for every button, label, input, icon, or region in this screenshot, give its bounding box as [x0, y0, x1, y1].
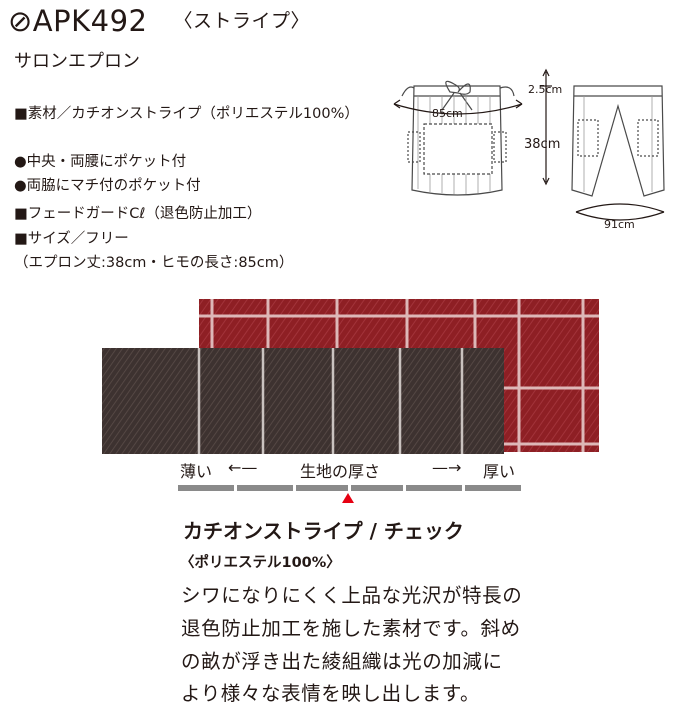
diagram-width: 91cm [604, 218, 635, 231]
thickness-segment [406, 485, 462, 491]
spec-pocket-side: ●両脇にマチ付のポケット付 [14, 178, 201, 194]
thickness-segment [178, 485, 234, 491]
diagram-waistband: 2.5cm [528, 83, 562, 96]
apron-back-illustration [571, 85, 665, 221]
thickness-title: 生地の厚さ [300, 462, 381, 481]
thickness-segment [465, 485, 521, 491]
thickness-scale: 薄い ←— 生地の厚さ —→ 厚い [178, 458, 523, 503]
diagram-length: 38cm [524, 137, 560, 152]
arrow-right-icon: —→ [432, 458, 462, 477]
product-title: ⊘APK492 〈ストライプ〉 [8, 4, 310, 38]
spec-material: ■素材／カチオンストライプ（ポリエステル100%） [14, 106, 359, 122]
fabric-description-line: 退色防止加工を施した素材です。斜め [181, 617, 521, 640]
fabric-material: 〈ポリエステル100%〉 [180, 555, 341, 571]
product-code: ⊘APK492 [8, 4, 148, 38]
spec-pocket-center: ●中央・両腰にポケット付 [14, 154, 187, 170]
thickness-indicator-icon [342, 493, 354, 503]
thickness-segment [296, 485, 348, 491]
thickness-thin-label: 薄い [180, 462, 213, 481]
spec-dimensions: （エプロン丈:38cm・ヒモの長さ:85cm） [14, 255, 294, 271]
thickness-segment [351, 485, 403, 491]
thickness-segment [237, 485, 293, 491]
product-variant: 〈ストライプ〉 [173, 10, 311, 32]
thickness-thick-label: 厚い [483, 462, 516, 481]
apron-diagram: 85cm 2.5cm 38cm 91cm [393, 68, 665, 231]
fabric-description-line: より様々な表情を映し出します。 [181, 682, 481, 705]
spec-size: ■サイズ／フリー [14, 231, 129, 247]
product-name: サロンエプロン [14, 51, 140, 72]
diagram-string-length: 85cm [432, 107, 463, 120]
stripe-swatch-brown [102, 348, 504, 454]
spec-fade-guard: ■フェードガードCℓ（退色防止加工） [14, 206, 262, 222]
fabric-description-line: の畝が浮き出た綾組織は光の加減に [181, 650, 503, 673]
fabric-swatches [102, 299, 599, 454]
arrow-left-icon: ←— [228, 458, 258, 477]
fabric-description-line: シワになりにくく上品な光沢が特長の [181, 584, 523, 607]
apron-front-illustration [393, 80, 523, 196]
fabric-name: カチオンストライプ / チェック [183, 519, 464, 543]
